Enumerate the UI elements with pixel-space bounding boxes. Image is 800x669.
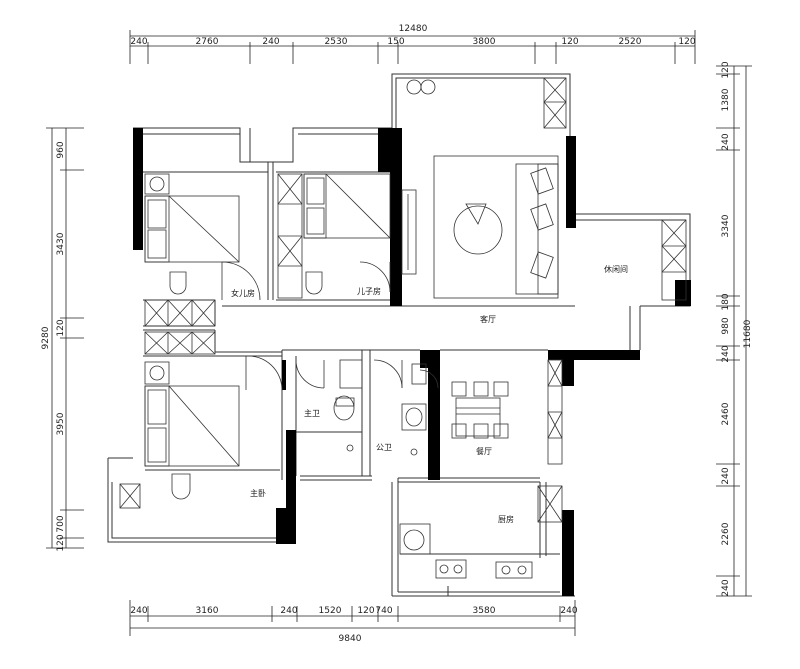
left-dim-6: 120 (56, 534, 66, 551)
room-kitchen-label: 厨房 (498, 514, 514, 524)
right-total-dim: 11680 (743, 319, 753, 348)
top-dim-6: 3800 (473, 37, 496, 47)
room-public-bath-label: 公卫 (376, 443, 392, 452)
left-dim-1: 960 (56, 141, 66, 158)
top-dim-7: 120 (561, 37, 578, 47)
room-leisure-label: 休闲间 (604, 264, 628, 274)
left-dim-4: 3950 (56, 412, 66, 435)
room-living-label: 客厅 (480, 314, 496, 324)
room-daughter-label: 女儿房 (231, 288, 255, 298)
bottom-dim-1: 240 (130, 606, 147, 616)
room-master-bath-label: 主卫 (304, 408, 320, 418)
load-bearing-walls (133, 128, 691, 596)
left-dim-5: 700 (56, 515, 66, 532)
furniture (119, 77, 687, 579)
top-dim-2: 2760 (196, 37, 219, 47)
right-dim-2: 1380 (721, 88, 731, 111)
right-dimension-chain (716, 65, 752, 597)
top-dim-8: 2520 (619, 37, 642, 47)
right-dim-11: 240 (721, 579, 731, 596)
right-dim-8: 2460 (721, 402, 731, 425)
bottom-dim-5: 120 (357, 606, 374, 616)
top-dim-9: 120 (678, 37, 695, 47)
bottom-total-dim: 9840 (339, 634, 362, 644)
bottom-dim-2: 3160 (196, 606, 219, 616)
left-dimension-chain (46, 127, 84, 549)
right-dim-9: 240 (721, 467, 731, 484)
bottom-dim-3: 240 (280, 606, 297, 616)
left-dim-2: 3430 (56, 232, 66, 255)
bottom-dim-7: 3580 (473, 606, 496, 616)
top-dim-1: 240 (130, 37, 147, 47)
top-dim-4: 2530 (325, 37, 348, 47)
door-swings (221, 261, 439, 391)
top-dim-5: 150 (387, 37, 404, 47)
right-dim-7: 240 (721, 345, 731, 362)
top-total-dim: 12480 (399, 24, 428, 34)
right-dim-6: 980 (721, 317, 731, 334)
right-dim-3: 240 (721, 133, 731, 150)
top-dimension-chain (129, 30, 696, 64)
room-master-bed-label: 主卧 (250, 488, 266, 498)
right-dim-4: 3340 (721, 214, 731, 237)
bottom-dim-6: 740 (375, 606, 392, 616)
room-son-label: 儿子房 (357, 286, 381, 296)
bottom-dimension-chain (129, 600, 576, 636)
right-dim-5: 180 (721, 293, 731, 310)
right-dim-10: 2260 (721, 522, 731, 545)
bottom-dim-4: 1520 (319, 606, 342, 616)
left-dim-3: 120 (56, 319, 66, 336)
bottom-dim-8: 240 (560, 606, 577, 616)
right-dim-1: 120 (721, 61, 731, 78)
left-total-dim: 9280 (41, 326, 51, 349)
room-dining-label: 餐厅 (476, 447, 492, 456)
top-dim-3: 240 (262, 37, 279, 47)
